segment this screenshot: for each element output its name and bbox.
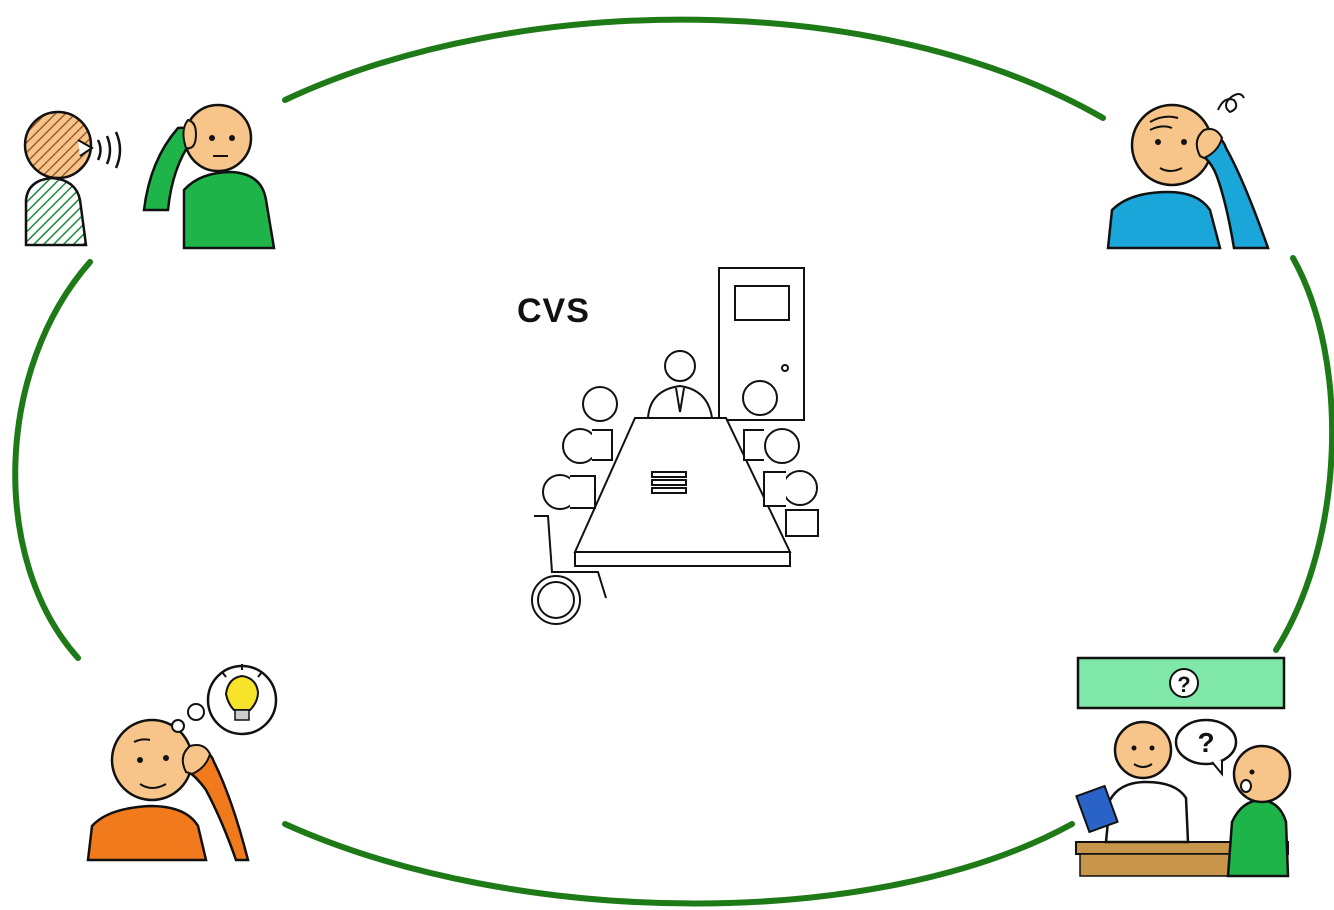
- cycle-arc-bottom: [282, 821, 1075, 907]
- sign-question-mark: ?: [1177, 672, 1190, 697]
- cvs-label: CVS: [517, 292, 590, 330]
- cycle-arc-left: [12, 259, 93, 661]
- cycle-arc-top: [282, 16, 1106, 121]
- bubble-question-mark: ?: [1197, 727, 1214, 758]
- thinking-confused-icon: [1106, 93, 1270, 250]
- cycle-ring: [12, 16, 1334, 907]
- speaking-listening-icon: [23, 103, 276, 250]
- meeting-room-icon: [531, 267, 819, 625]
- cycle-arc-right: [1273, 255, 1334, 653]
- asking-question-icon: ? ?: [1075, 656, 1292, 878]
- idea-lightbulb-icon: [86, 664, 278, 862]
